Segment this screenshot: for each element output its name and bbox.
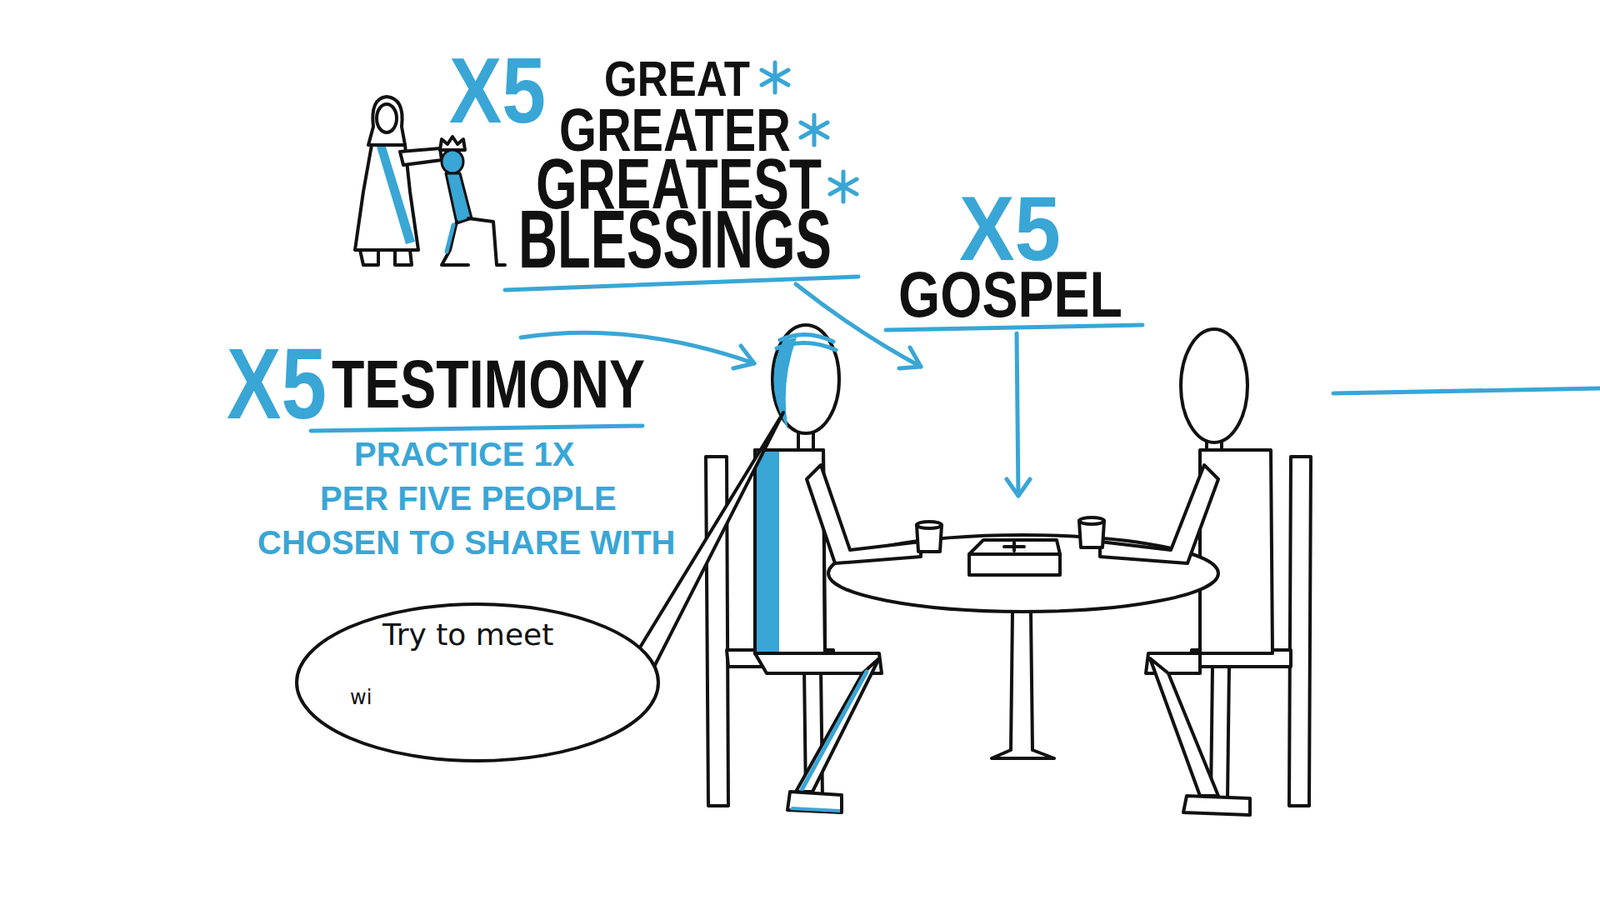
heading-word: TESTIMONY — [331, 356, 645, 412]
chair-part — [1289, 456, 1311, 806]
heading-word-holder: GREAT — [604, 59, 776, 100]
bible-part — [969, 540, 1060, 575]
cup-part — [1079, 517, 1105, 525]
jesus-figure-part — [368, 96, 405, 145]
table-part — [991, 611, 1055, 759]
person-part — [773, 337, 797, 430]
bible-part — [969, 542, 1060, 555]
person-part — [790, 806, 840, 813]
person-part — [801, 671, 867, 790]
speech-text: wi — [350, 685, 372, 710]
multiplier: X5 — [226, 343, 327, 424]
underline-part — [1333, 388, 1600, 394]
jesus-figure-part — [360, 250, 412, 265]
bible — [969, 540, 1060, 575]
jesus-figure-part — [376, 104, 397, 133]
asterisk-symbol-part — [800, 115, 828, 145]
multiplier-holder: X5 — [449, 53, 564, 129]
kneeling-figure-part — [446, 225, 454, 252]
heading-word-holder: GREATER — [559, 105, 853, 155]
multiplier-holder: X5 — [959, 191, 1072, 265]
person-part — [1180, 329, 1248, 443]
multiplier-holder: X5 — [226, 343, 350, 424]
arm-part — [1100, 465, 1219, 564]
kneeling-figure-part — [440, 136, 465, 150]
note-line: PER FIVE PEOPLE — [320, 485, 617, 512]
person-part — [1183, 795, 1250, 815]
person-part — [787, 791, 842, 813]
pointer-arrow-part — [899, 347, 921, 369]
kneeling-figure — [440, 136, 505, 265]
pointer-arrow-part — [1006, 479, 1030, 496]
table — [828, 535, 1219, 759]
heading-word-holder: GREATEST — [535, 155, 917, 213]
heading-word: GREATEST — [535, 155, 822, 213]
person-part — [1150, 658, 1219, 796]
underline-part — [310, 425, 643, 431]
heading-word: BLESSINGS — [518, 206, 832, 272]
heading-word-holder: GOSPEL — [898, 268, 1170, 320]
pointer-arrow-part — [733, 345, 755, 369]
note-line-holder: CHOSEN TO SHARE WITH — [257, 529, 676, 558]
heading-word: GOSPEL — [898, 268, 1123, 320]
jesus-figure-part — [400, 148, 442, 165]
cup-part — [916, 521, 942, 529]
heading-word: GREAT — [604, 59, 750, 100]
asterisk-symbol-part — [761, 62, 789, 93]
speech-bubble: Try to meet wi — [294, 601, 661, 764]
jesus-figure — [355, 96, 442, 265]
kneeling-figure-part — [441, 150, 464, 174]
speech-text: Try to meet — [382, 616, 554, 653]
person-part — [776, 334, 836, 350]
asterisk-symbol-part — [830, 171, 857, 202]
cup — [916, 517, 1105, 552]
note-line: PRACTICE 1X — [354, 440, 575, 468]
arm — [806, 465, 1219, 564]
heading-word: GREATER — [559, 105, 791, 155]
heading-word-holder: BLESSINGS — [518, 206, 990, 272]
kneeling-figure-part — [445, 173, 472, 224]
pointer-arrow-part — [1016, 333, 1019, 496]
person-part — [795, 658, 880, 792]
note-line-holder: PRACTICE 1X — [354, 440, 575, 470]
heading-word-holder: TESTIMONY — [331, 356, 730, 412]
person-part — [755, 653, 882, 674]
note-line: CHOSEN TO SHARE WITH — [257, 529, 676, 556]
person-part — [756, 451, 780, 652]
note-line-holder: PER FIVE PEOPLE — [320, 485, 617, 514]
multiplier: X5 — [449, 53, 546, 129]
kneeling-figure-part — [441, 218, 505, 265]
underline-part — [885, 325, 1143, 330]
bubble-shape — [296, 604, 659, 761]
multiplier: X5 — [959, 191, 1061, 265]
arm-part — [806, 465, 921, 564]
underline-part — [505, 276, 859, 290]
